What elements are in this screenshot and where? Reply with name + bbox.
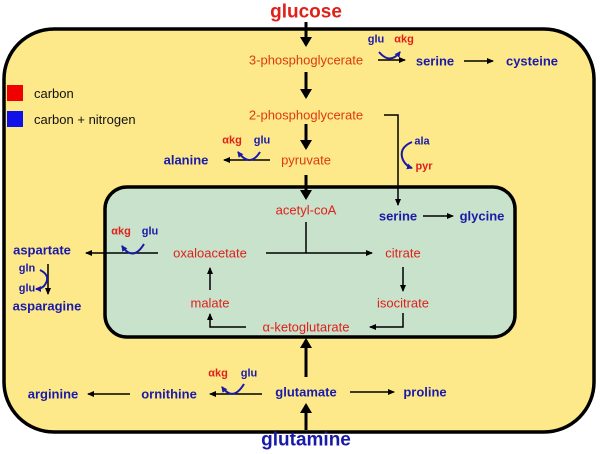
aspartate-label: aspartate	[13, 242, 71, 258]
malate-label: malate	[190, 295, 230, 311]
mitochondrion-compartment	[103, 185, 517, 339]
arrow-isocitrate-to-akg	[369, 313, 404, 330]
cofactor-arc-alanine	[237, 151, 261, 161]
cofactor-gln: gln	[18, 262, 36, 275]
cofactor-alanine-akg: αkg	[222, 134, 242, 147]
cofactor-aspartate-akg: αkg	[111, 225, 131, 238]
cofactor-pyr: pyr	[415, 160, 433, 173]
cofactor-arc-ornithine	[221, 383, 245, 395]
serine-mito-label: serine	[378, 208, 418, 224]
legend-swatch-carbon	[7, 85, 23, 101]
arrow-2pg-to-mito-serine	[384, 114, 401, 206]
cofactor-serine-glu: glu	[367, 33, 385, 46]
cofactor-aspartate-glu: glu	[141, 225, 159, 238]
citrate-label: citrate	[385, 245, 421, 261]
glutamine-label: glutamine	[261, 429, 351, 451]
ornithine-label: ornithine	[141, 386, 197, 402]
cofactor-ornithine-glu: glu	[240, 367, 258, 380]
cofactor-ornithine-akg: αkg	[208, 367, 228, 380]
arrow-akg-to-malate	[207, 313, 246, 328]
alpha-ketoglutarate-label: α-ketoglutarate	[262, 319, 350, 335]
legend-label-carbon-nitrogen: carbon + nitrogen	[34, 112, 136, 127]
cofactor-alanine-glu: glu	[253, 134, 271, 147]
glycine-label: glycine	[459, 208, 505, 224]
arginine-label: arginine	[27, 386, 79, 402]
cofactor-arc-ala-pyr	[400, 141, 413, 170]
glutamate-label: glutamate	[275, 384, 337, 400]
cofactor-arc-serine	[378, 51, 401, 60]
cofactor-arc-asparagine	[35, 269, 49, 292]
proline-label: proline	[403, 384, 447, 400]
serine-cyto-label: serine	[415, 53, 455, 69]
cysteine-label: cysteine	[505, 53, 559, 69]
isocitrate-label: isocitrate	[376, 295, 430, 311]
oxaloacetate-label: oxaloacetate	[173, 245, 247, 261]
3-phosphoglycerate-label: 3-phosphoglycerate	[248, 52, 364, 68]
glucose-label: glucose	[270, 1, 342, 23]
acetyl-coa-label: acetyl-coA	[275, 202, 337, 218]
legend-swatch-carbon-nitrogen	[7, 111, 23, 127]
cofactor-ala: ala	[414, 135, 430, 148]
pyruvate-label: pyruvate	[281, 152, 331, 168]
2-phosphoglycerate-label: 2-phosphoglycerate	[248, 107, 364, 123]
cofactor-arc-aspartate	[121, 243, 145, 255]
cofactor-serine-akg: αkg	[394, 33, 414, 46]
cofactor-asparagine-glu: glu	[18, 282, 36, 295]
asparagine-label: asparagine	[12, 298, 82, 314]
legend-label-carbon: carbon	[34, 86, 74, 101]
alanine-label: alanine	[163, 152, 209, 168]
